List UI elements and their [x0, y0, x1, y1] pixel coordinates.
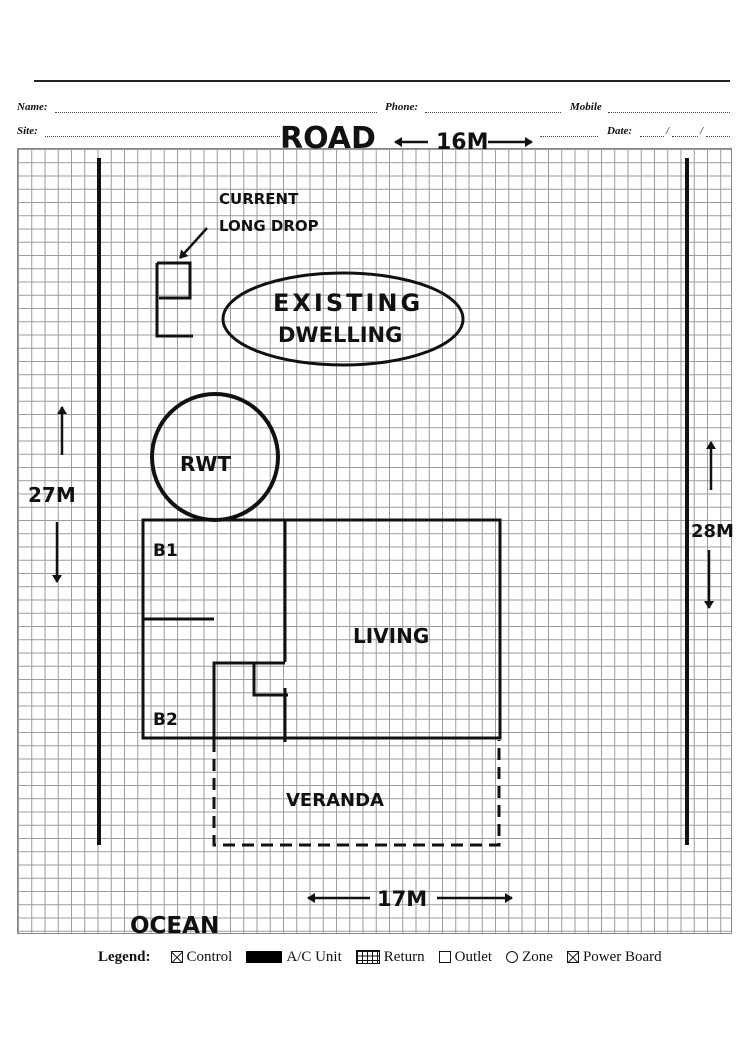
grid-rectangle-icon	[355, 950, 380, 964]
legend-zone-label: Zone	[522, 948, 553, 965]
existing-dwelling-ellipse	[221, 271, 465, 367]
date-label: Date:	[607, 125, 633, 137]
site-field[interactable]	[45, 136, 280, 137]
empty-square-icon	[438, 951, 451, 963]
legend-ac-unit-label: A/C Unit	[286, 948, 342, 965]
room-b1-label: B1	[153, 541, 178, 561]
bottom-dimension-label: 17M	[377, 887, 427, 911]
right-dimension-label: 28M	[691, 521, 734, 542]
site-label: Site:	[17, 125, 38, 137]
dwelling-label-line2: DWELLING	[278, 323, 402, 347]
name-field[interactable]	[55, 112, 377, 113]
legend: Legend: Control A/C Unit Return Outlet Z…	[98, 946, 676, 968]
long-drop-arrow	[179, 227, 208, 259]
dwelling-label-line1: EXISTING	[273, 289, 423, 317]
graph-paper-grid	[17, 148, 732, 934]
veranda-label: VERANDA	[286, 790, 384, 811]
date-separator: /	[666, 125, 670, 137]
legend-item-outlet: Outlet	[438, 948, 493, 966]
date-separator: /	[700, 125, 704, 137]
legend-item-control: Control	[170, 948, 233, 966]
legend-item-return: Return	[355, 948, 425, 966]
date-day-field[interactable]	[640, 136, 664, 137]
mobile-field[interactable]	[608, 112, 730, 113]
room-b2-label: B2	[153, 710, 178, 730]
phone-field[interactable]	[425, 112, 561, 113]
phone-label: Phone:	[385, 101, 418, 113]
road-label: ROAD	[280, 121, 376, 156]
mobile-label: Mobile	[570, 101, 602, 113]
house-outline	[141, 518, 502, 740]
legend-power-board-label: Power Board	[582, 948, 662, 965]
house-floor-plan	[141, 518, 502, 742]
legend-control-label: Control	[186, 948, 233, 965]
long-drop-outline	[155, 261, 193, 338]
filled-rectangle-icon	[246, 951, 283, 963]
long-drop-label-line2: LONG DROP	[219, 217, 319, 235]
name-label: Name:	[17, 101, 48, 113]
boxed-x-icon	[170, 951, 183, 963]
legend-return-label: Return	[383, 948, 425, 965]
veranda-outline	[212, 740, 501, 847]
legend-outlet-label: Outlet	[454, 948, 493, 965]
legend-item-ac-unit: A/C Unit	[246, 948, 342, 966]
legend-item-zone: Zone	[506, 949, 553, 966]
left-dimension-label: 27M	[28, 483, 76, 507]
long-drop-label-line1: CURRENT	[219, 190, 299, 208]
top-rule	[34, 80, 730, 82]
bathroom-inner-wall	[252, 663, 288, 697]
date-month-field[interactable]	[672, 136, 698, 137]
ocean-label: OCEAN	[130, 913, 219, 939]
date-year-field[interactable]	[706, 136, 730, 137]
bathroom-wall	[212, 661, 285, 742]
site-field-continued[interactable]	[540, 136, 598, 137]
room-living-label: LIVING	[353, 624, 429, 648]
boxed-x-icon	[566, 951, 579, 963]
circle-icon	[506, 951, 519, 963]
legend-item-power-board: Power Board	[566, 948, 662, 966]
rainwater-tank-label: RWT	[180, 452, 231, 476]
legend-title: Legend:	[98, 948, 151, 965]
road-width-label: 16M	[436, 130, 489, 155]
